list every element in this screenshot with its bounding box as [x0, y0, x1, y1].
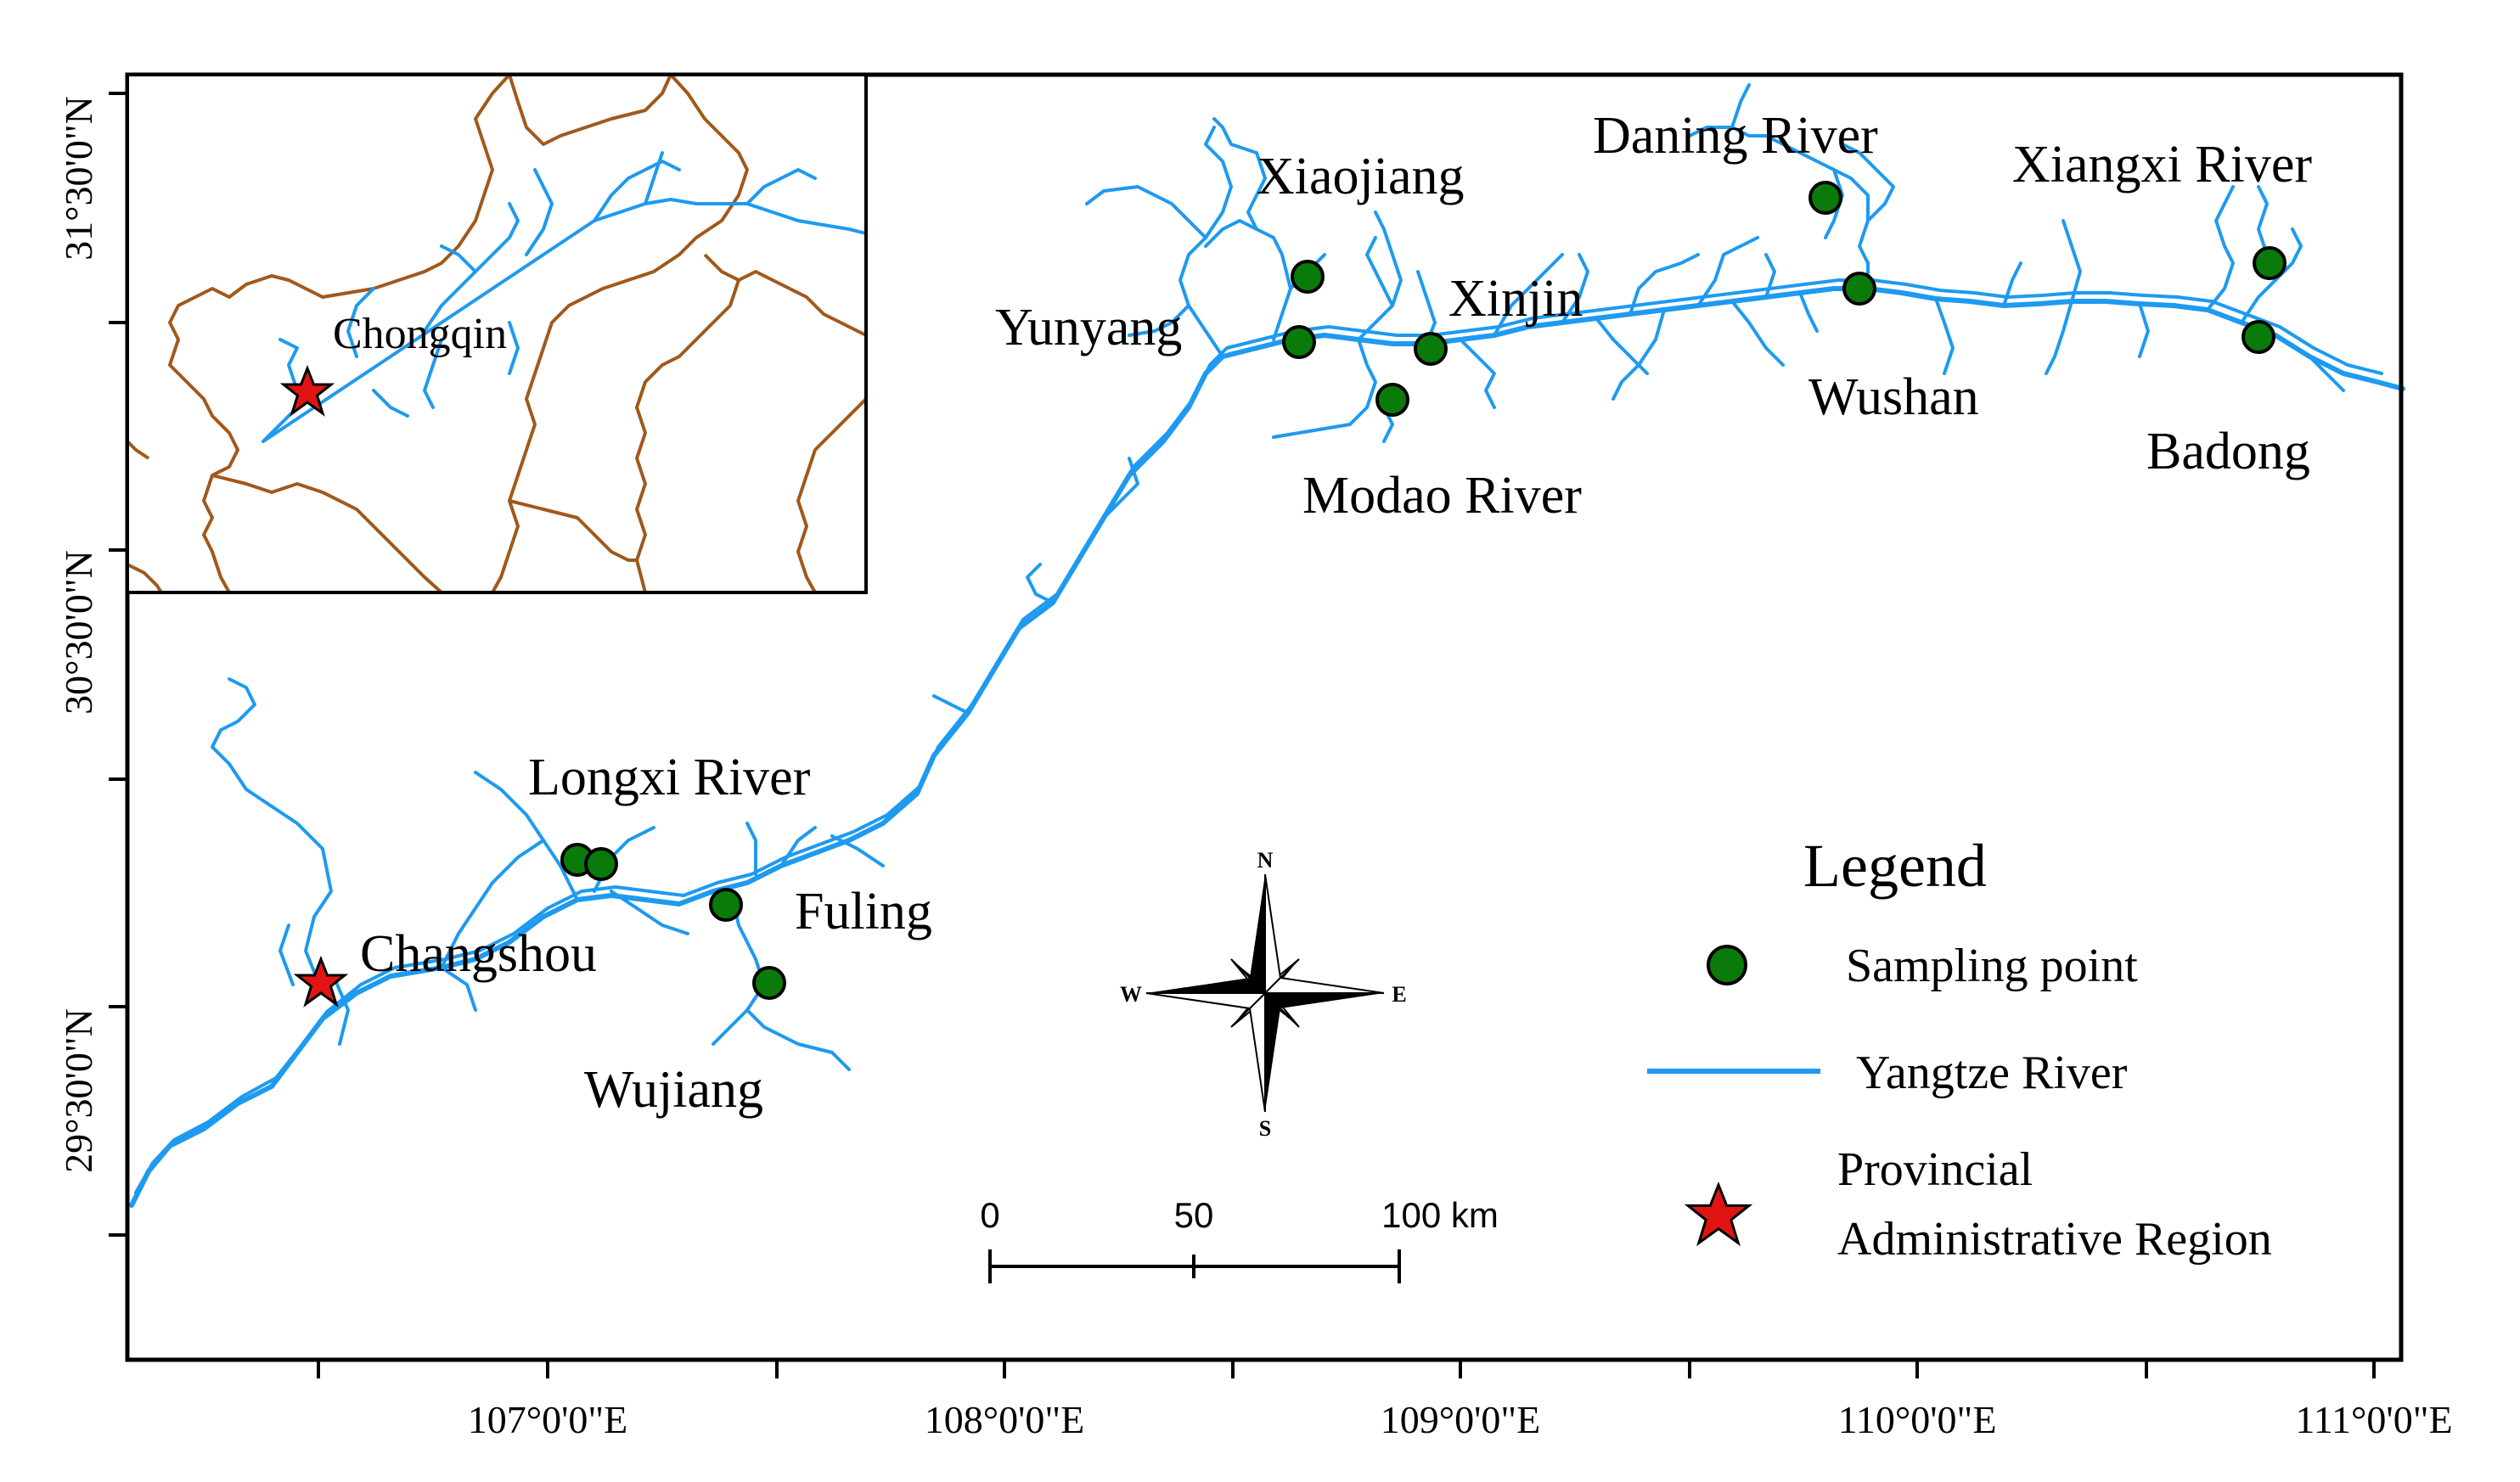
sampling-point-xiangxi	[2253, 246, 2287, 280]
red-star-icon	[1684, 1181, 1753, 1247]
place-label-wujiang: Wujiang	[584, 1061, 763, 1119]
yangtze-river-network	[129, 83, 2405, 1208]
legend-provincial-line1: Provincial	[1837, 1143, 2033, 1196]
scale-label-100: 100 km	[1381, 1195, 1499, 1235]
compass-rose-icon: N S E W	[1120, 848, 1407, 1141]
sampling-point-daning	[1808, 181, 1842, 215]
place-label-modao-river: Modao River	[1302, 467, 1582, 525]
sampling-point-badong	[2242, 320, 2275, 354]
scale-bar: 0 50 100 km	[980, 1195, 1499, 1283]
legend: Legend Sampling point Yangtze River Prov…	[1647, 832, 2272, 1266]
sampling-point-wushan	[1842, 272, 1876, 306]
lat-label-31-30: 31°30'0"N	[57, 96, 100, 261]
scale-label-50: 50	[1174, 1195, 1214, 1235]
sampling-point-modao	[1375, 383, 1409, 417]
legend-title: Legend	[1803, 832, 1987, 900]
place-label-yunyang: Yunyang	[995, 299, 1182, 356]
place-label-xinjin: Xinjin	[1448, 270, 1583, 328]
axis-ticks	[109, 92, 2376, 1378]
sampling-point-xinjin	[1414, 332, 1448, 366]
sampling-point-wujiang	[752, 966, 786, 1000]
place-label-longxi-river: Longxi River	[528, 749, 811, 806]
inset-province-borders	[126, 73, 868, 594]
compass-e: E	[1392, 982, 1406, 1007]
legend-provincial-line2: Administrative Region	[1837, 1213, 2272, 1266]
compass-s: S	[1259, 1116, 1271, 1141]
place-label-daning-river: Daning River	[1593, 107, 1878, 165]
lat-label-29-30: 29°30'0"N	[57, 1008, 100, 1173]
red-star-icon	[279, 364, 335, 417]
sampling-point-yunyang	[1282, 325, 1316, 359]
lon-label-110: 110°0'0"E	[1838, 1398, 1997, 1441]
red-star-icon	[293, 955, 349, 1008]
place-label-xiaojiang: Xiaojiang	[1257, 148, 1465, 205]
sampling-points	[560, 181, 2287, 1000]
place-label-fuling: Fuling	[795, 883, 932, 940]
sampling-point-fuling	[709, 888, 743, 922]
sampling-point-longxi-2	[584, 847, 618, 881]
place-label-changshou: Changshou	[360, 925, 597, 983]
lat-label-30-30: 30°30'0"N	[57, 550, 100, 715]
map-frame	[125, 72, 2404, 1362]
lon-label-111: 111°0'0"E	[2295, 1398, 2452, 1441]
place-label-chongqin: Chongqin	[333, 310, 507, 358]
scale-label-0: 0	[980, 1195, 999, 1235]
compass-n: N	[1257, 848, 1274, 873]
place-label-xiangxi-river: Xiangxi River	[2012, 136, 2312, 194]
lon-label-108: 108°0'0"E	[925, 1398, 1085, 1441]
place-label-wushan: Wushan	[1808, 368, 1979, 426]
lon-label-109: 109°0'0"E	[1381, 1398, 1541, 1441]
lon-label-107: 107°0'0"E	[468, 1398, 628, 1441]
compass-w: W	[1120, 982, 1142, 1007]
legend-yangtze-river: Yangtze River	[1856, 1047, 2128, 1099]
green-circle-icon	[1707, 945, 1747, 985]
inset-map: Chongqin	[126, 73, 868, 594]
legend-sampling-point: Sampling point	[1846, 940, 2138, 992]
sampling-point-xiaojiang	[1291, 260, 1325, 294]
place-label-badong: Badong	[2146, 423, 2310, 480]
